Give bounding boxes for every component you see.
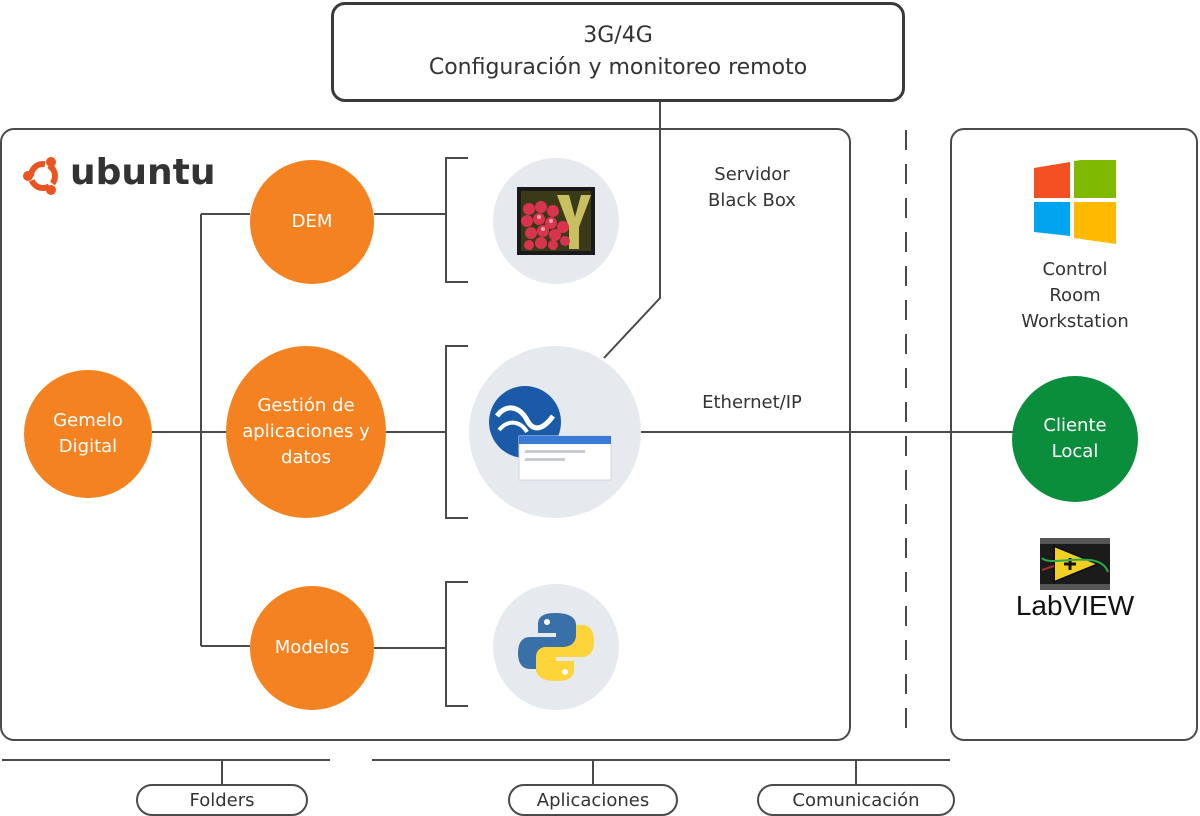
windows-logo-icon [1034,160,1116,244]
workstation-title-line2: Room [1049,285,1101,306]
node-red-circle [469,346,641,518]
legend-applications: Aplicaciones [508,784,678,816]
node-dem: DEM [250,160,374,284]
yade-circle [493,158,619,284]
ubuntu-logo: ubuntu [20,152,220,198]
node-apps-data: Gestión de aplicaciones y datos [226,346,386,518]
labview-logo-icon [1040,538,1110,590]
node-models: Modelos [250,586,374,710]
digital-twin-line1: Gemelo [53,410,123,431]
ubuntu-wordmark: ubuntu [70,152,216,193]
ubuntu-circle-of-friends-icon [23,157,59,195]
apps-line3: datos [281,447,331,468]
python-circle [493,584,619,710]
node-red-icon [489,386,612,481]
workstation-box [950,128,1198,741]
ethernet-ip-label: Ethernet/IP [702,392,802,413]
python-icon [518,613,594,681]
apps-line2: aplicaciones y [242,421,370,442]
legend-communication: Comunicación [757,784,955,816]
labview-wordmark: LabVIEW [1015,590,1135,621]
top-box-line2: Configuración y monitoreo remoto [428,55,808,80]
workstation-title-line1: Control [1042,259,1108,280]
remote-config-box: 3G/4G Configuración y monitoreo remoto [331,2,905,102]
workstation-title-line3: Workstation [1021,311,1129,332]
legend-folders: Folders [136,784,308,816]
server-title-line1: Servidor [714,164,790,185]
server-box [0,128,851,741]
digital-twin-line2: Digital [58,436,118,457]
client-line1: Cliente [1043,415,1107,436]
client-line2: Local [1051,441,1099,462]
top-box-line1: 3G/4G [583,23,653,48]
server-title-line2: Black Box [708,190,796,211]
yade-icon [517,187,595,255]
apps-line1: Gestión de [257,395,355,416]
